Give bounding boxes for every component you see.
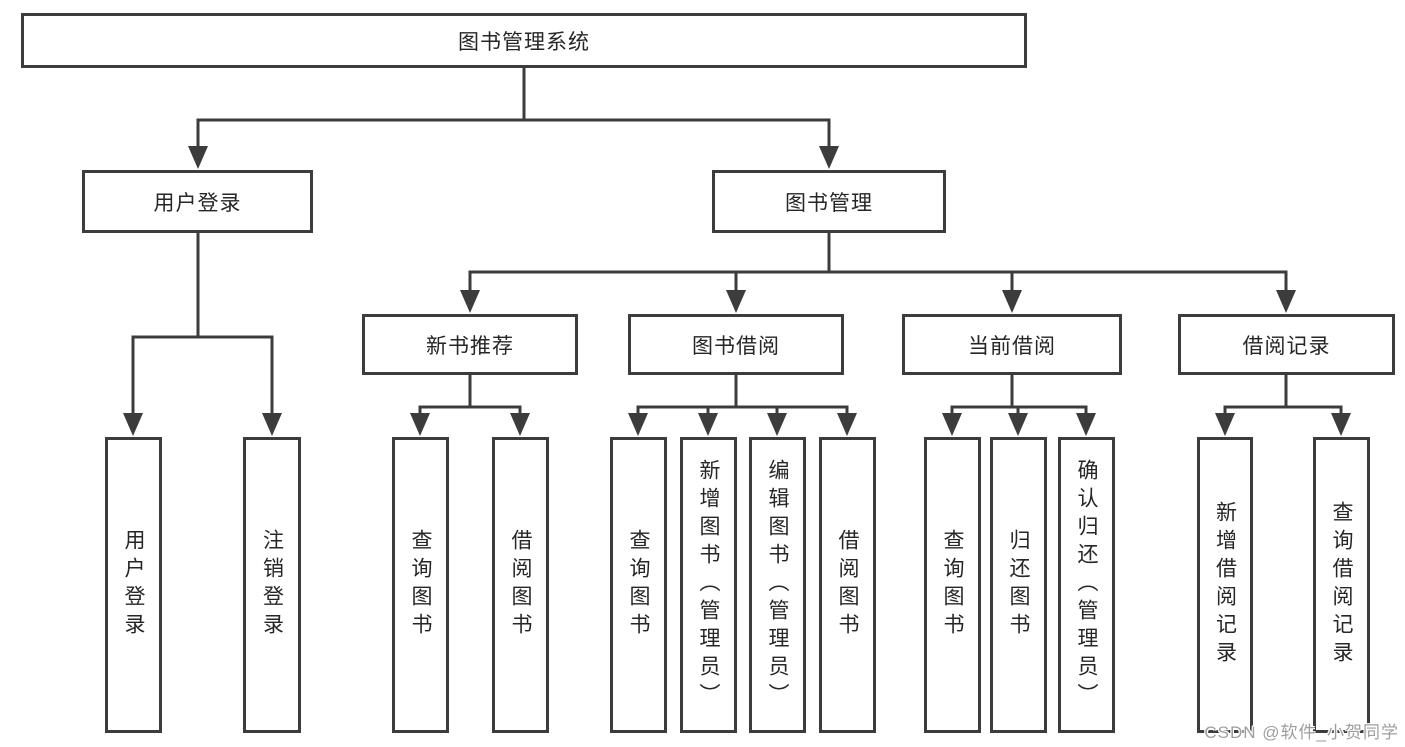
- connector-bookborrow-to-leaves: [636, 373, 849, 416]
- leaf-borrow-books-recommend: 借阅图书: [492, 437, 549, 733]
- leaf-confirm-return-admin: 确认归还（管理员）: [1058, 437, 1115, 733]
- leaf-query-books-recommend: 查询图书: [392, 437, 449, 733]
- leaf-borrow-books: 借阅图书: [819, 437, 876, 733]
- arrowheads: [123, 146, 1351, 436]
- connector-records-to-leaves: [1223, 373, 1343, 416]
- leaf-add-borrow-record: 新增借阅记录: [1197, 437, 1253, 733]
- connector-bookmgmt-to-level3: [468, 231, 1288, 293]
- leaf-add-book-admin: 新增图书（管理员）: [680, 437, 737, 733]
- connector-newbook-to-leaves: [418, 373, 522, 416]
- node-current-borrow: 当前借阅: [902, 314, 1122, 375]
- node-book-management: 图书管理: [712, 170, 946, 233]
- node-borrow-records: 借阅记录: [1178, 314, 1395, 375]
- connector-currentborrow-to-leaves: [950, 373, 1088, 416]
- leaf-edit-book-admin: 编辑图书（管理员）: [749, 437, 806, 733]
- connector-userlogin-to-leaves: [131, 231, 274, 416]
- leaf-logout: 注销登录: [243, 437, 301, 733]
- node-book-borrow: 图书借阅: [628, 314, 844, 375]
- leaf-query-books-borrow: 查询图书: [610, 437, 667, 733]
- leaf-user-login: 用户登录: [105, 437, 162, 733]
- node-user-login: 用户登录: [82, 170, 313, 233]
- node-root: 图书管理系统: [21, 13, 1027, 68]
- leaf-query-borrow-record: 查询借阅记录: [1313, 437, 1370, 733]
- connector-root-to-level2: [196, 66, 831, 149]
- leaf-query-books-current: 查询图书: [924, 437, 981, 733]
- leaf-return-book: 归还图书: [990, 437, 1047, 733]
- node-new-book-recommend: 新书推荐: [362, 314, 578, 375]
- watermark: CSDN @软件_小贺同学: [1204, 723, 1399, 742]
